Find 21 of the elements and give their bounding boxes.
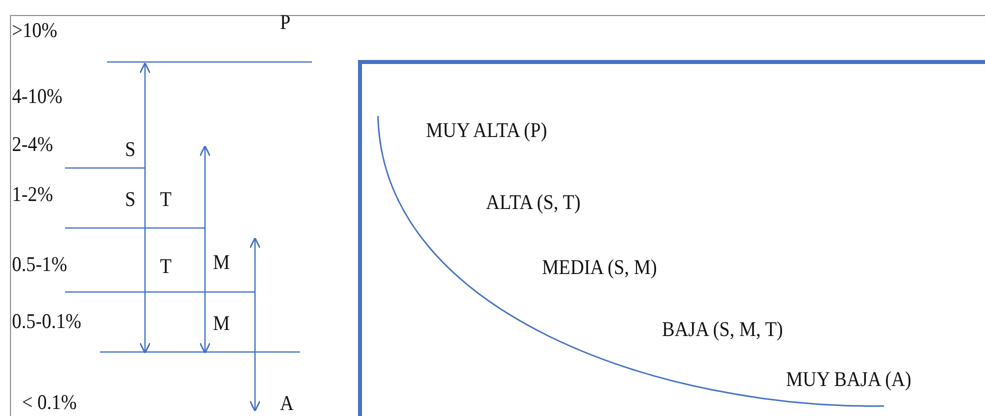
level-label: ALTA (S, T) [486, 192, 581, 213]
letter-label: T [160, 256, 172, 277]
letter-label: M [213, 313, 230, 334]
range-label: 0.5-0.1% [12, 311, 82, 332]
range-label: 0.5-1% [12, 254, 68, 275]
letter-label: P [280, 12, 291, 33]
range-label: >10% [12, 20, 58, 41]
level-label: BAJA (S, M, T) [662, 319, 783, 340]
level-label: MEDIA (S, M) [542, 257, 657, 278]
level-label: MUY BAJA (A) [786, 369, 912, 390]
letter-label: M [213, 252, 230, 273]
chart-panel [358, 60, 985, 416]
range-label: < 0.1% [22, 392, 77, 413]
letter-label: A [280, 393, 294, 414]
range-label: 1-2% [12, 184, 53, 205]
letter-label: T [160, 189, 172, 210]
letter-label: S [125, 139, 136, 160]
range-label: 4-10% [12, 86, 62, 107]
level-label: MUY ALTA (P) [426, 120, 547, 141]
range-label: 2-4% [12, 134, 53, 155]
letter-label: S [125, 189, 136, 210]
